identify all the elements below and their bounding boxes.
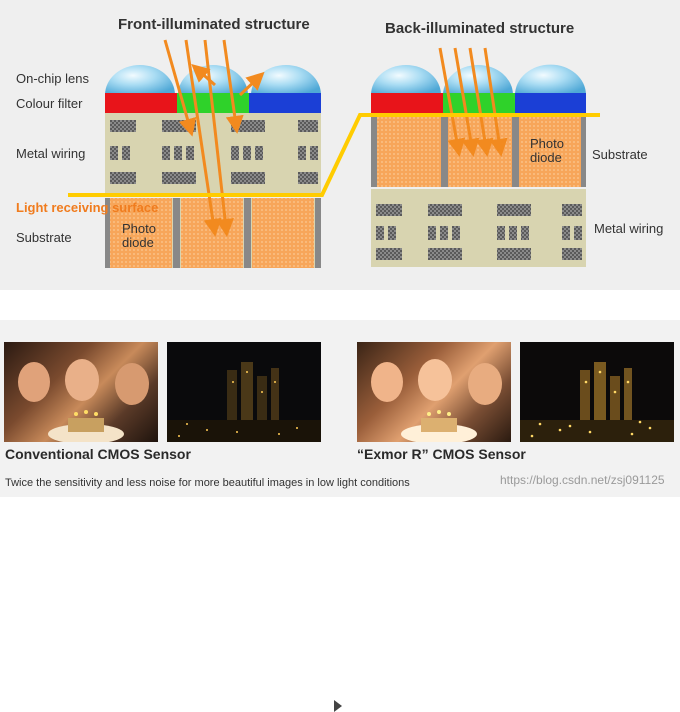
filter-blue-back	[515, 93, 586, 113]
label-metal-wiring-right: Metal wiring	[594, 221, 664, 236]
filter-red	[105, 93, 177, 113]
photodiode-back-3	[519, 115, 581, 187]
lens-red-back	[371, 65, 441, 95]
label-photo-diode-left: Photo diode	[122, 221, 156, 250]
section-divider	[0, 290, 680, 320]
footnote: Twice the sensitivity and less noise for…	[5, 477, 410, 489]
photodiode-back-2	[448, 115, 512, 187]
exmor-portrait-photo	[357, 342, 511, 442]
label-light-receiving-surface: Light receiving surface	[16, 200, 159, 215]
filter-red-back	[371, 93, 443, 113]
label-substrate-right: Substrate	[592, 147, 648, 162]
lens-blue	[251, 65, 321, 95]
back-illuminated-structure	[371, 47, 586, 267]
lens-blue-back	[515, 64, 586, 95]
conventional-caption: Conventional CMOS Sensor	[5, 446, 191, 462]
front-illuminated-title: Front-illuminated structure	[118, 16, 310, 33]
label-photo-diode-right: Photo diode	[530, 136, 564, 165]
photodiode-3	[252, 198, 314, 268]
label-colour-filter: Colour filter	[16, 96, 83, 111]
conventional-night-city-photo	[167, 342, 321, 442]
diagram-panel: Front-illuminated structure Back-illumin…	[0, 0, 680, 290]
metal-wiring-layer	[105, 113, 321, 195]
photodiode-1	[110, 198, 172, 268]
conventional-portrait-photo	[4, 342, 158, 442]
photodiode-back-1	[377, 115, 441, 187]
arrow-right-icon	[334, 700, 342, 712]
light-arrows-back	[438, 47, 508, 157]
metal-wiring-layer-back	[371, 189, 586, 267]
label-metal-wiring-left: Metal wiring	[16, 146, 86, 161]
light-receiving-surface-line	[68, 113, 600, 197]
watermark-url: https://blog.csdn.net/zsj091125	[500, 473, 665, 487]
lens-red	[105, 65, 175, 95]
back-illuminated-title: Back-illuminated structure	[385, 20, 575, 37]
filter-blue	[249, 93, 321, 113]
exmor-caption: “Exmor R” CMOS Sensor	[357, 446, 526, 462]
label-on-chip-lens: On-chip lens	[16, 71, 89, 86]
exmor-night-city-photo	[520, 342, 674, 442]
label-substrate-left: Substrate	[16, 230, 72, 245]
lens-green	[178, 65, 248, 95]
front-illuminated-structure	[105, 39, 321, 268]
comparison-panel: Conventional CMOS Sensor “Exmor R” CMOS …	[0, 320, 680, 712]
sensor-structure-diagram	[68, 39, 600, 268]
